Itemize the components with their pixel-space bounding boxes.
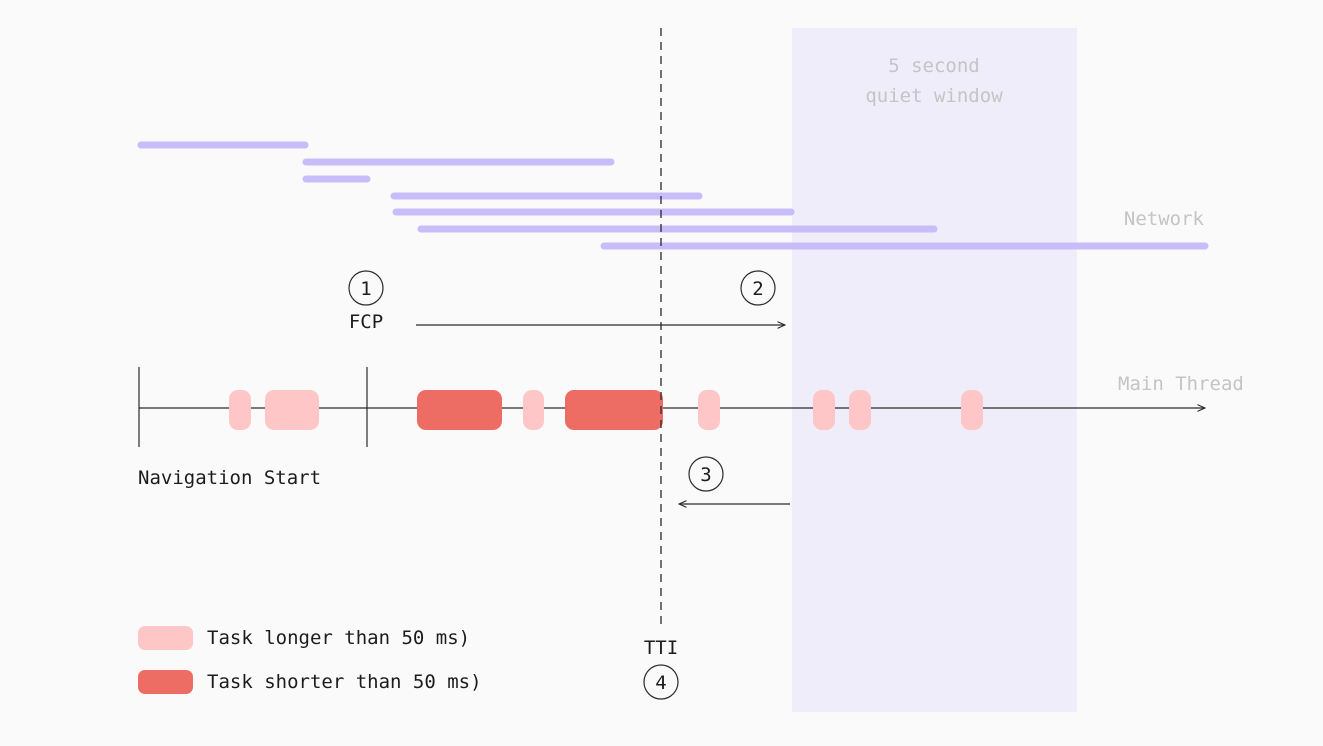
step-3-number: 3 <box>700 464 711 486</box>
task-short-block <box>417 390 502 430</box>
network-label: Network <box>1124 208 1205 230</box>
task-long-block <box>961 390 983 430</box>
step-1-circle <box>348 270 384 306</box>
tti-label: TTI <box>644 637 678 659</box>
network-requests <box>137 141 1209 250</box>
step-3-circle <box>688 456 724 492</box>
task-long-block <box>523 390 544 430</box>
step-2-number: 2 <box>752 278 763 300</box>
task-long-block <box>849 390 871 430</box>
legend-swatch-short <box>138 670 193 694</box>
navigation-start-label: Navigation Start <box>138 467 321 489</box>
task-short-block <box>565 390 663 430</box>
step-4-circle <box>643 664 679 700</box>
quiet-window-region <box>792 28 1077 712</box>
step-1-number: 1 <box>360 278 371 300</box>
task-long-block <box>813 390 835 430</box>
task-long-block <box>698 390 720 430</box>
step-2-circle <box>740 270 776 306</box>
main-thread-label: Main Thread <box>1118 373 1244 395</box>
main-thread-tasks <box>229 390 983 430</box>
legend-label-long: Task longer than 50 ms) <box>207 627 470 649</box>
fcp-label: FCP <box>349 311 383 333</box>
step-4-number: 4 <box>655 672 666 694</box>
task-long-block <box>229 390 251 430</box>
quiet-window-label-line2: quiet window <box>865 85 1003 107</box>
task-long-block <box>265 390 319 430</box>
legend-label-short: Task shorter than 50 ms) <box>207 671 482 693</box>
legend-swatch-long <box>138 626 193 650</box>
quiet-window-label-line1: 5 second <box>888 55 980 77</box>
